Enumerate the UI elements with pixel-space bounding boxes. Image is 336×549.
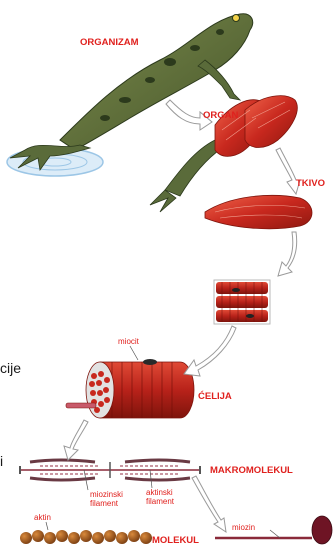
label-aktin: aktin bbox=[34, 513, 51, 522]
label-aktinski: aktinski bbox=[146, 488, 173, 497]
side-text-fragment-cije: cije bbox=[0, 360, 21, 376]
arrow-tissue-to-fibers bbox=[278, 232, 297, 276]
label-makromolekul: MAKROMOLEKUL bbox=[210, 465, 293, 476]
side-text-fragment-i: i bbox=[0, 453, 3, 469]
label-miozinski-filament: filament bbox=[90, 499, 119, 508]
label-organ: ORGAN bbox=[203, 110, 239, 121]
arrow-fibers-to-cell bbox=[184, 326, 236, 376]
label-aktinski-filament: filament bbox=[146, 497, 175, 506]
label-miozinski: miozinski bbox=[90, 490, 123, 499]
arrow-macromolecule-to-molecule bbox=[192, 476, 226, 532]
tissue-muscle-illustration bbox=[205, 195, 312, 228]
label-miozin: miozin bbox=[232, 523, 255, 532]
actin-molecule-illustration bbox=[20, 530, 152, 544]
muscle-cell-illustration bbox=[66, 359, 194, 418]
muscle-fibers-illustration bbox=[214, 280, 270, 324]
label-celija: ĆELIJA bbox=[198, 390, 232, 402]
arrow-cell-to-macromolecule bbox=[64, 420, 88, 460]
label-organizam: ORGANIZAM bbox=[80, 37, 139, 48]
label-molekul: MOLEKUL bbox=[152, 535, 199, 546]
label-tkivo: TKIVO bbox=[296, 178, 325, 189]
label-miocit: miocit bbox=[118, 337, 140, 346]
sarcomere-illustration bbox=[20, 460, 200, 480]
